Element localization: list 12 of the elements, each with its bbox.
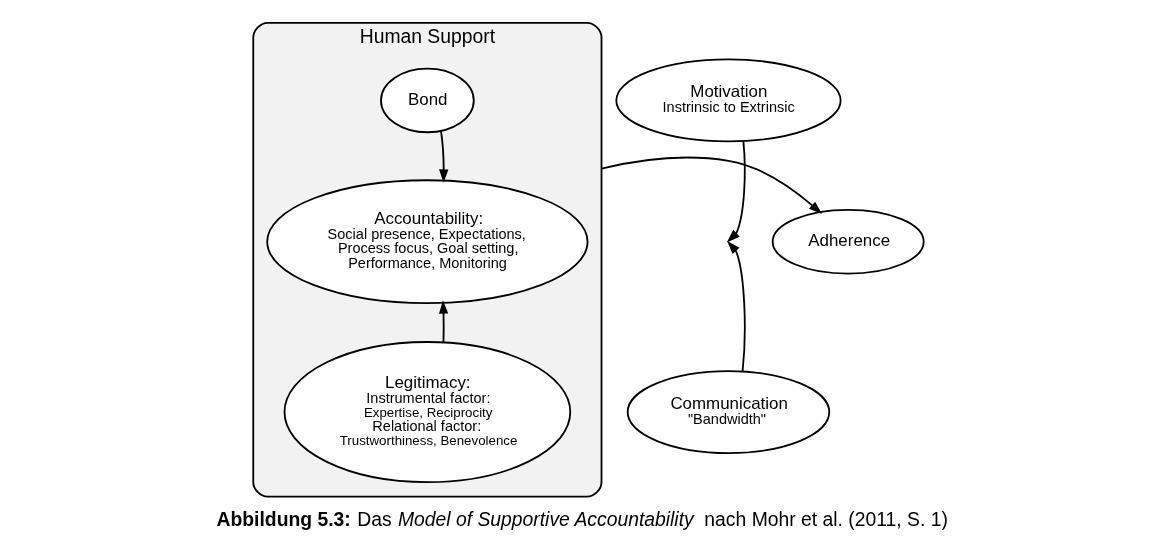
node-ellipse: Adherence [771,208,925,275]
node-ellipse: Legitimacy: Instrumental factor: Expertise, Reciprocity Relational factor: Trustworthiness, Benevolence [283,341,572,484]
arrow [726,140,746,243]
node-ellipse: Motivation Instrinsic to Extrinsic [615,58,842,143]
node-ellipse: Accountability: Social presence, Expectations, Process focus, Goal setting, Performance, Monitoring [266,179,589,305]
node-ellipse: Bond [380,67,475,134]
arrow [727,240,746,373]
arrow [600,156,822,215]
caption: Abbildung 5.3: Das Model of Supportive Accountability nach Mohr et al. (2011, S. 1) [216,507,948,530]
arrow [439,129,449,183]
arrow [438,300,449,343]
node-ellipse: Communication "Bandwidth" [626,370,831,454]
